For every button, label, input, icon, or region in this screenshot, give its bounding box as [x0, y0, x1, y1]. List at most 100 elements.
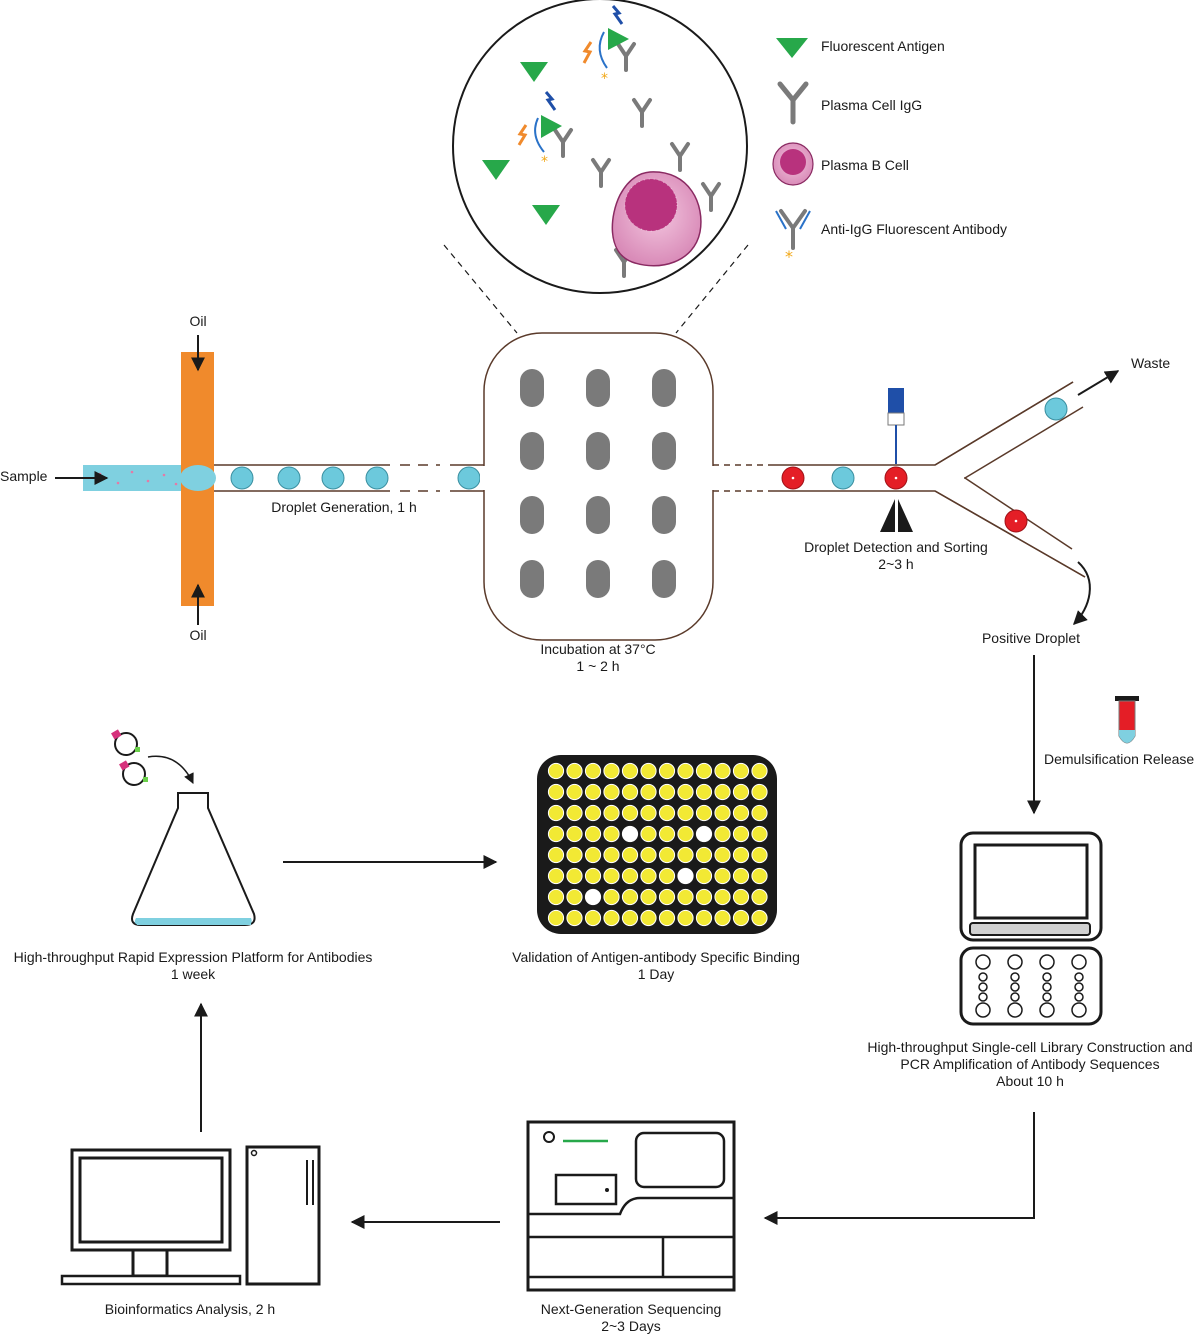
- well-filled: [695, 888, 713, 906]
- legend-plasma-cell-icon: [772, 142, 814, 186]
- plasmid-icon: [111, 729, 194, 786]
- legend: *: [772, 38, 814, 266]
- well-filled: [751, 846, 768, 864]
- well-filled: [695, 867, 713, 885]
- well-filled: [621, 867, 639, 885]
- tray-well: [1010, 982, 1020, 992]
- tray-well: [1010, 972, 1020, 982]
- svg-text:*: *: [601, 71, 608, 87]
- well-filled: [714, 909, 731, 927]
- tray-well: [1039, 954, 1055, 970]
- tray-well: [1042, 992, 1052, 1002]
- well-filled: [547, 783, 565, 801]
- well-filled: [714, 783, 731, 801]
- well-filled: [751, 804, 768, 822]
- tray-well: [978, 992, 988, 1002]
- well-filled: [714, 888, 731, 906]
- droplet: [365, 466, 389, 490]
- well-filled: [566, 762, 583, 780]
- well-filled: [677, 846, 694, 864]
- well-filled: [714, 825, 731, 843]
- laptop-icon: [959, 831, 1103, 1026]
- well-filled: [603, 783, 620, 801]
- antigen-icon: [482, 160, 510, 180]
- droplet-chamber-slot: [586, 496, 610, 534]
- droplet: [277, 466, 301, 490]
- well-filled: [566, 888, 583, 906]
- tray-well: [1074, 992, 1084, 1002]
- tray-well: [975, 954, 991, 970]
- bound-complex-icon: *: [582, 5, 636, 87]
- droplet: [457, 466, 481, 490]
- droplet-chamber-slot: [652, 496, 676, 534]
- library-label: High-throughput Single-cell Library Cons…: [867, 1039, 1193, 1089]
- droplet: [1044, 397, 1068, 421]
- detection-label: Droplet Detection and Sorting 2~3 h: [804, 539, 988, 572]
- well-filled: [677, 888, 694, 906]
- well-filled: [566, 825, 583, 843]
- well-filled: [714, 762, 731, 780]
- well-filled: [584, 762, 602, 780]
- well-filled: [658, 867, 676, 885]
- well-filled: [621, 783, 639, 801]
- tray-well: [1042, 972, 1052, 982]
- well-plate-icon: [537, 755, 777, 934]
- well-filled: [584, 825, 602, 843]
- droplet-chamber-slot: [586, 432, 610, 470]
- incubation-label: Incubation at 37°C 1 ~ 2 h: [540, 641, 656, 674]
- well-filled: [603, 867, 620, 885]
- positive-droplet-label: Positive Droplet: [981, 630, 1081, 646]
- tray-well: [978, 972, 988, 982]
- tray-well: [975, 1002, 991, 1018]
- flask-icon: [131, 792, 256, 926]
- oil-label-bottom: Oil: [189, 627, 207, 643]
- droplet-generation-label: Droplet Generation, 1 h: [271, 499, 417, 515]
- tray-well: [1071, 954, 1087, 970]
- sample-label: Sample: [0, 468, 48, 484]
- zoom-circle: * *: [443, 0, 749, 334]
- well-filled: [584, 909, 602, 927]
- well-filled: [621, 762, 639, 780]
- well-filled: [695, 909, 713, 927]
- legend-anti-igg-antibody: Anti-IgG Fluorescent Antibody: [821, 221, 1007, 237]
- well-filled: [603, 846, 620, 864]
- well-filled: [640, 825, 657, 843]
- well-filled: [751, 867, 768, 885]
- legend-antigen-icon: [776, 38, 808, 58]
- tray-well: [1071, 1002, 1087, 1018]
- tray-well: [1074, 972, 1084, 982]
- well-filled: [751, 909, 768, 927]
- droplet: [321, 466, 345, 490]
- well-filled: [547, 909, 565, 927]
- well-filled: [677, 804, 694, 822]
- well-filled: [732, 762, 750, 780]
- well-empty: [677, 867, 694, 885]
- droplet-chamber-slot: [586, 369, 610, 407]
- well-filled: [603, 804, 620, 822]
- sequencer-icon: [526, 1120, 736, 1292]
- droplet-sorter: [713, 370, 1120, 625]
- validation-label: Validation of Antigen-antibody Specific …: [512, 949, 800, 982]
- oil-label-top: Oil: [189, 313, 207, 329]
- well-filled: [732, 888, 750, 906]
- well-filled: [751, 888, 768, 906]
- well-filled: [751, 762, 768, 780]
- well-filled: [547, 888, 565, 906]
- well-filled: [677, 783, 694, 801]
- legend-plasma-cell-igg: Plasma Cell IgG: [821, 97, 923, 113]
- well-filled: [566, 867, 583, 885]
- droplet: [831, 466, 855, 490]
- well-filled: [621, 804, 639, 822]
- tray-well: [978, 982, 988, 992]
- droplet-chamber-slot: [586, 560, 610, 598]
- well-filled: [640, 867, 657, 885]
- expression-label: High-throughput Rapid Expression Platfor…: [13, 949, 373, 982]
- well-filled: [640, 783, 657, 801]
- well-filled: [658, 825, 676, 843]
- legend-fluorescent-antigen: Fluorescent Antigen: [821, 38, 945, 54]
- well-filled: [621, 888, 639, 906]
- well-filled: [640, 846, 657, 864]
- tray-well: [1042, 982, 1052, 992]
- tube-icon: [1115, 696, 1139, 744]
